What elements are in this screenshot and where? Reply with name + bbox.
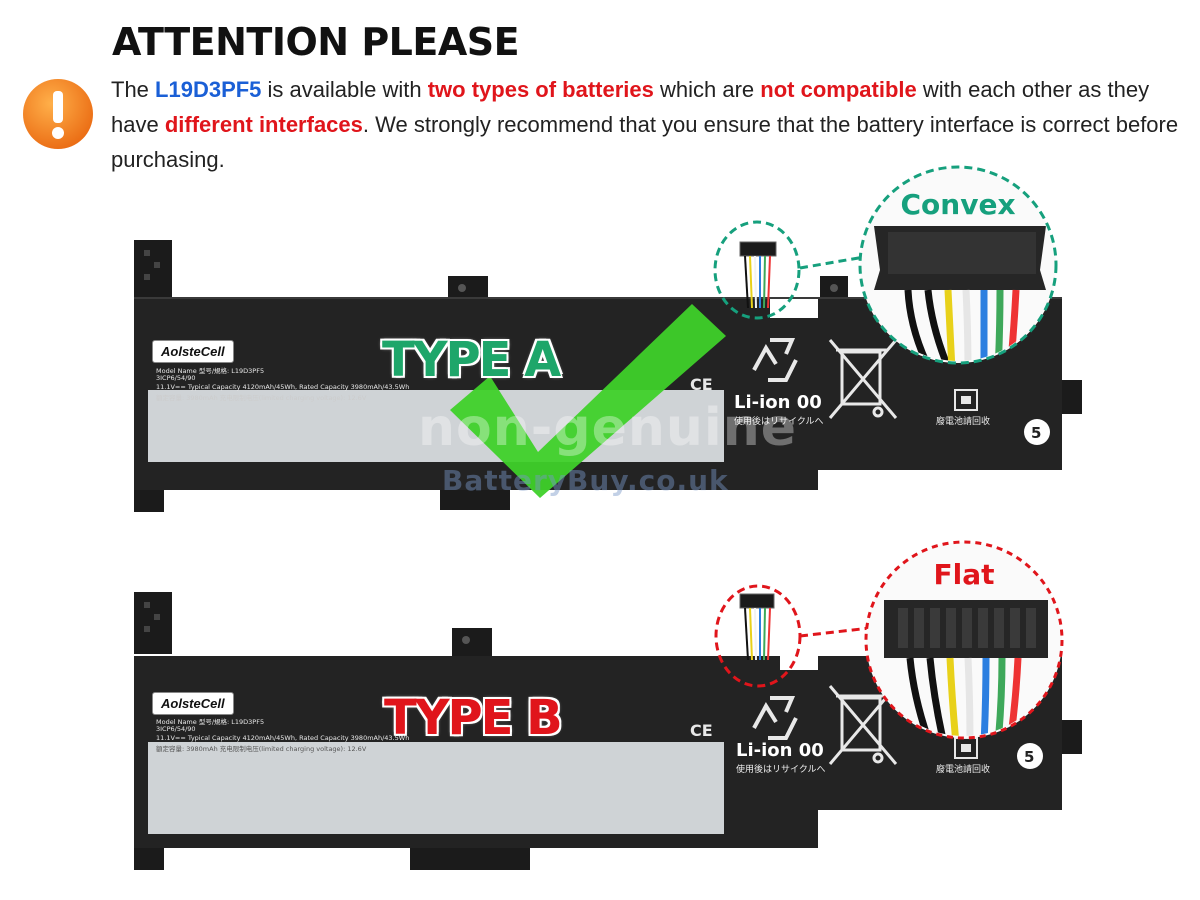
svg-text:5: 5 [1031, 424, 1041, 442]
different-interfaces-highlight: different interfaces [164, 112, 363, 137]
page-title: ATTENTION PLEASE [112, 20, 520, 64]
convex-interface-label: Convex [900, 188, 1016, 221]
type-a-label: TYPE A [382, 332, 561, 388]
type-b-label: TYPE B [384, 690, 563, 746]
watermark-domain: BatteryBuy.co.uk [442, 464, 729, 497]
liion-mark: Li-ion 00 [734, 392, 822, 413]
checkmark-icon [450, 304, 726, 498]
recycle-icon [752, 338, 798, 382]
svg-text:CE: CE [690, 375, 713, 394]
watermark-text: non-genuine [418, 398, 797, 458]
svg-text:CE: CE [690, 721, 713, 740]
two-types-highlight: two types of batteries [427, 77, 654, 102]
not-compatible-highlight: not compatible [760, 77, 917, 102]
flat-interface-label: Flat [933, 558, 995, 591]
liion-mark: Li-ion 00 [736, 740, 824, 761]
model-number: L19D3PF5 [155, 77, 262, 102]
crossed-bin-icon [828, 339, 898, 419]
compatibility-notice: The L19D3PF5 is available with two types… [111, 77, 1179, 172]
warning-exclamation-icon [23, 79, 93, 149]
svg-text:5: 5 [1024, 748, 1034, 766]
battery-a-drawing: CE 5 [134, 165, 1082, 512]
battery-type-a: CE 5 [134, 165, 1082, 512]
brand-label: AolsteCell [152, 340, 234, 363]
brand-label: AolsteCell [152, 692, 234, 715]
